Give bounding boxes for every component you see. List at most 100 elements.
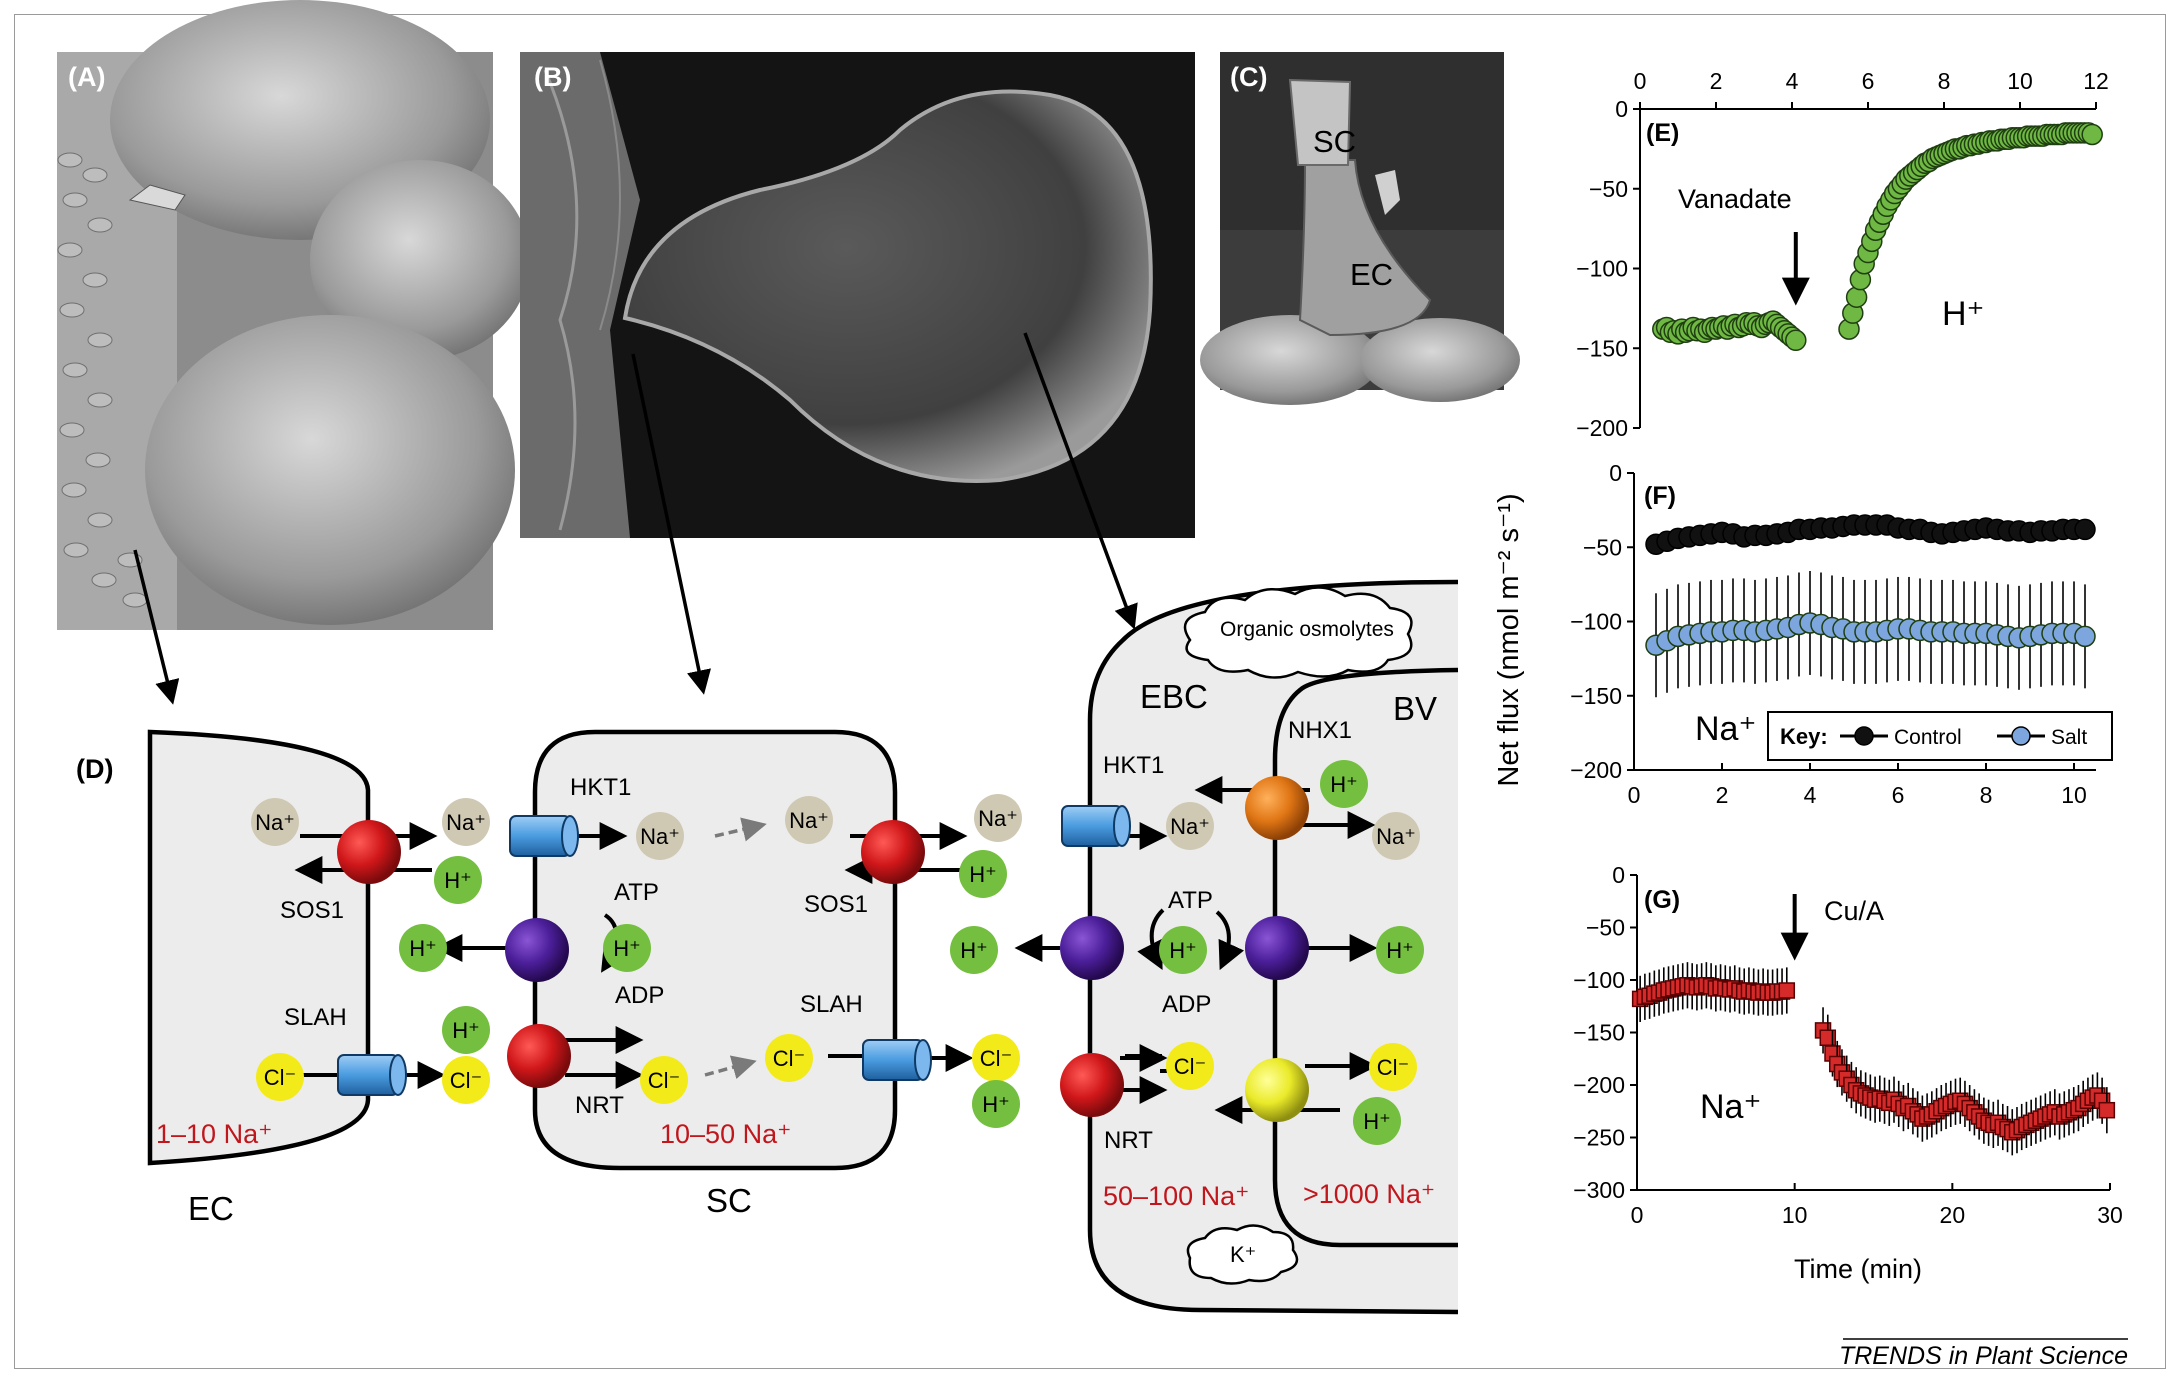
svg-text:Na⁺: Na⁺ xyxy=(446,810,486,835)
label-atp-b: ATP xyxy=(1168,887,1213,914)
legend-item-label: Control xyxy=(1894,726,1962,749)
data-point xyxy=(2074,518,2096,541)
h-atpase-vacuolar xyxy=(1245,916,1309,980)
svg-text:Na⁺: Na⁺ xyxy=(255,810,295,835)
svg-text:Cl⁻: Cl⁻ xyxy=(773,1046,805,1071)
data-point xyxy=(1778,982,1796,999)
h-ion: H⁺ xyxy=(603,924,651,972)
conc-ec: 1–10 Na⁺ xyxy=(156,1119,272,1149)
cl-ion: Cl⁻ xyxy=(765,1034,813,1082)
h-ion: H⁺ xyxy=(1353,1097,1401,1145)
figure-frame xyxy=(14,14,2166,1369)
x-tick-label: 12 xyxy=(2083,68,2109,94)
dashed-arrow-cl xyxy=(704,1055,757,1080)
cl-ion: Cl⁻ xyxy=(972,1034,1020,1082)
label-cell-ec: EC xyxy=(188,1190,234,1227)
label-nhx1: NHX1 xyxy=(1288,717,1352,744)
hkt1-channel-a xyxy=(509,815,579,857)
y-tick-label: 0 xyxy=(1615,96,1628,122)
x-tick-label: 6 xyxy=(1862,68,1875,94)
nhx1-transporter xyxy=(1245,776,1309,840)
sos1-transporter-b xyxy=(861,820,925,884)
na-ion: Na⁺ xyxy=(1372,812,1420,860)
organic-osmolytes-cloud: Organic osmolytes xyxy=(1183,586,1413,679)
nrt-transporter-b xyxy=(1060,1053,1124,1117)
ion-label: Na⁺ xyxy=(1695,710,1756,748)
slah-channel-b xyxy=(862,1039,932,1081)
y-tick-label: −200 xyxy=(1570,757,1622,783)
k-ion-label: K⁺ xyxy=(1230,1242,1256,1267)
x-tick-label: 8 xyxy=(1980,782,1993,808)
svg-text:H⁺: H⁺ xyxy=(1386,938,1414,963)
dashed-arrow-na xyxy=(714,817,767,842)
data-point xyxy=(2081,123,2103,146)
transport-diagram: (D) EC SC EBC BV 1–10 Na⁺ 10–50 Na⁺ 50–1… xyxy=(76,579,1459,1315)
legend-swatch xyxy=(2011,726,2031,746)
x-tick-label: 6 xyxy=(1892,782,1905,808)
h-ion: H⁺ xyxy=(399,924,447,972)
x-tick-label: 10 xyxy=(2061,782,2087,808)
h-atpase-a xyxy=(505,918,569,982)
svg-text:H⁺: H⁺ xyxy=(1330,772,1358,797)
svg-text:Cl⁻: Cl⁻ xyxy=(264,1065,296,1090)
svg-text:Cl⁻: Cl⁻ xyxy=(450,1068,482,1093)
y-tick-label: −100 xyxy=(1570,609,1622,635)
data-point xyxy=(2098,1101,2116,1119)
x-tick-label: 2 xyxy=(1710,68,1723,94)
h-ion: H⁺ xyxy=(1159,926,1207,974)
chart-panel-label: (F) xyxy=(1644,482,1676,510)
organic-osmolytes-label: Organic osmolytes xyxy=(1220,618,1394,641)
na-ion: Na⁺ xyxy=(785,796,833,844)
data-point xyxy=(1785,329,1807,352)
y-tick-label: −50 xyxy=(1589,176,1628,202)
label-cell-bv: BV xyxy=(1393,690,1437,727)
svg-text:Na⁺: Na⁺ xyxy=(978,806,1018,831)
y-tick-label: −150 xyxy=(1570,683,1622,709)
x-tick-label: 20 xyxy=(1940,1202,1966,1228)
label-atp-a: ATP xyxy=(614,879,659,906)
annotation-label: Cu/A xyxy=(1824,896,1884,926)
h-ion: H⁺ xyxy=(972,1080,1020,1128)
conc-bv: >1000 Na⁺ xyxy=(1303,1179,1435,1209)
label-hkt1-b: HKT1 xyxy=(1103,752,1164,779)
conc-sc: 10–50 Na⁺ xyxy=(660,1119,791,1149)
x-tick-label: 0 xyxy=(1628,782,1641,808)
label-slah-b: SLAH xyxy=(800,991,863,1018)
label-cell-ebc: EBC xyxy=(1140,678,1208,715)
label-sc-micro: SC xyxy=(1313,124,1356,159)
cl-ion: Cl⁻ xyxy=(1166,1042,1214,1090)
x-tick-label: 10 xyxy=(2007,68,2033,94)
y-tick-label: −150 xyxy=(1576,335,1628,361)
x-tick-label: 0 xyxy=(1631,1202,1644,1228)
y-tick-label: −200 xyxy=(1576,415,1628,441)
svg-text:H⁺: H⁺ xyxy=(1363,1109,1391,1134)
y-tick-label: −100 xyxy=(1573,967,1625,993)
svg-text:Cl⁻: Cl⁻ xyxy=(1377,1055,1409,1080)
x-tick-label: 8 xyxy=(1938,68,1951,94)
x-tick-label: 4 xyxy=(1804,782,1817,808)
label-cell-sc: SC xyxy=(706,1182,752,1219)
svg-text:H⁺: H⁺ xyxy=(409,936,437,961)
cell-ec xyxy=(147,729,371,1166)
na-ion: Na⁺ xyxy=(251,798,299,846)
x-tick-label: 30 xyxy=(2097,1202,2123,1228)
annotation-label: Vanadate xyxy=(1678,184,1792,214)
svg-text:H⁺: H⁺ xyxy=(444,868,472,893)
label-sos1-a: SOS1 xyxy=(280,897,344,924)
micrograph-b: (B) xyxy=(520,52,1195,538)
data-point xyxy=(1845,286,1868,308)
h-ion: H⁺ xyxy=(1376,926,1424,974)
label-ec-micro: EC xyxy=(1350,257,1393,292)
y-tick-label: −300 xyxy=(1573,1177,1625,1203)
x-tick-label: 2 xyxy=(1716,782,1729,808)
cl-ion: Cl⁻ xyxy=(442,1056,490,1104)
label-nrt-b: NRT xyxy=(1104,1127,1153,1154)
svg-text:Na⁺: Na⁺ xyxy=(789,808,829,833)
legend-title: Key: xyxy=(1780,724,1828,749)
h-ion: H⁺ xyxy=(950,926,998,974)
nrt-transporter-a xyxy=(507,1024,571,1088)
chart-panel-label: (G) xyxy=(1644,886,1680,914)
flux-charts: Net flux (nmol m⁻² s⁻¹) Time (min) 0−50−… xyxy=(1493,68,2123,1284)
x-tick-label: 0 xyxy=(1634,68,1647,94)
